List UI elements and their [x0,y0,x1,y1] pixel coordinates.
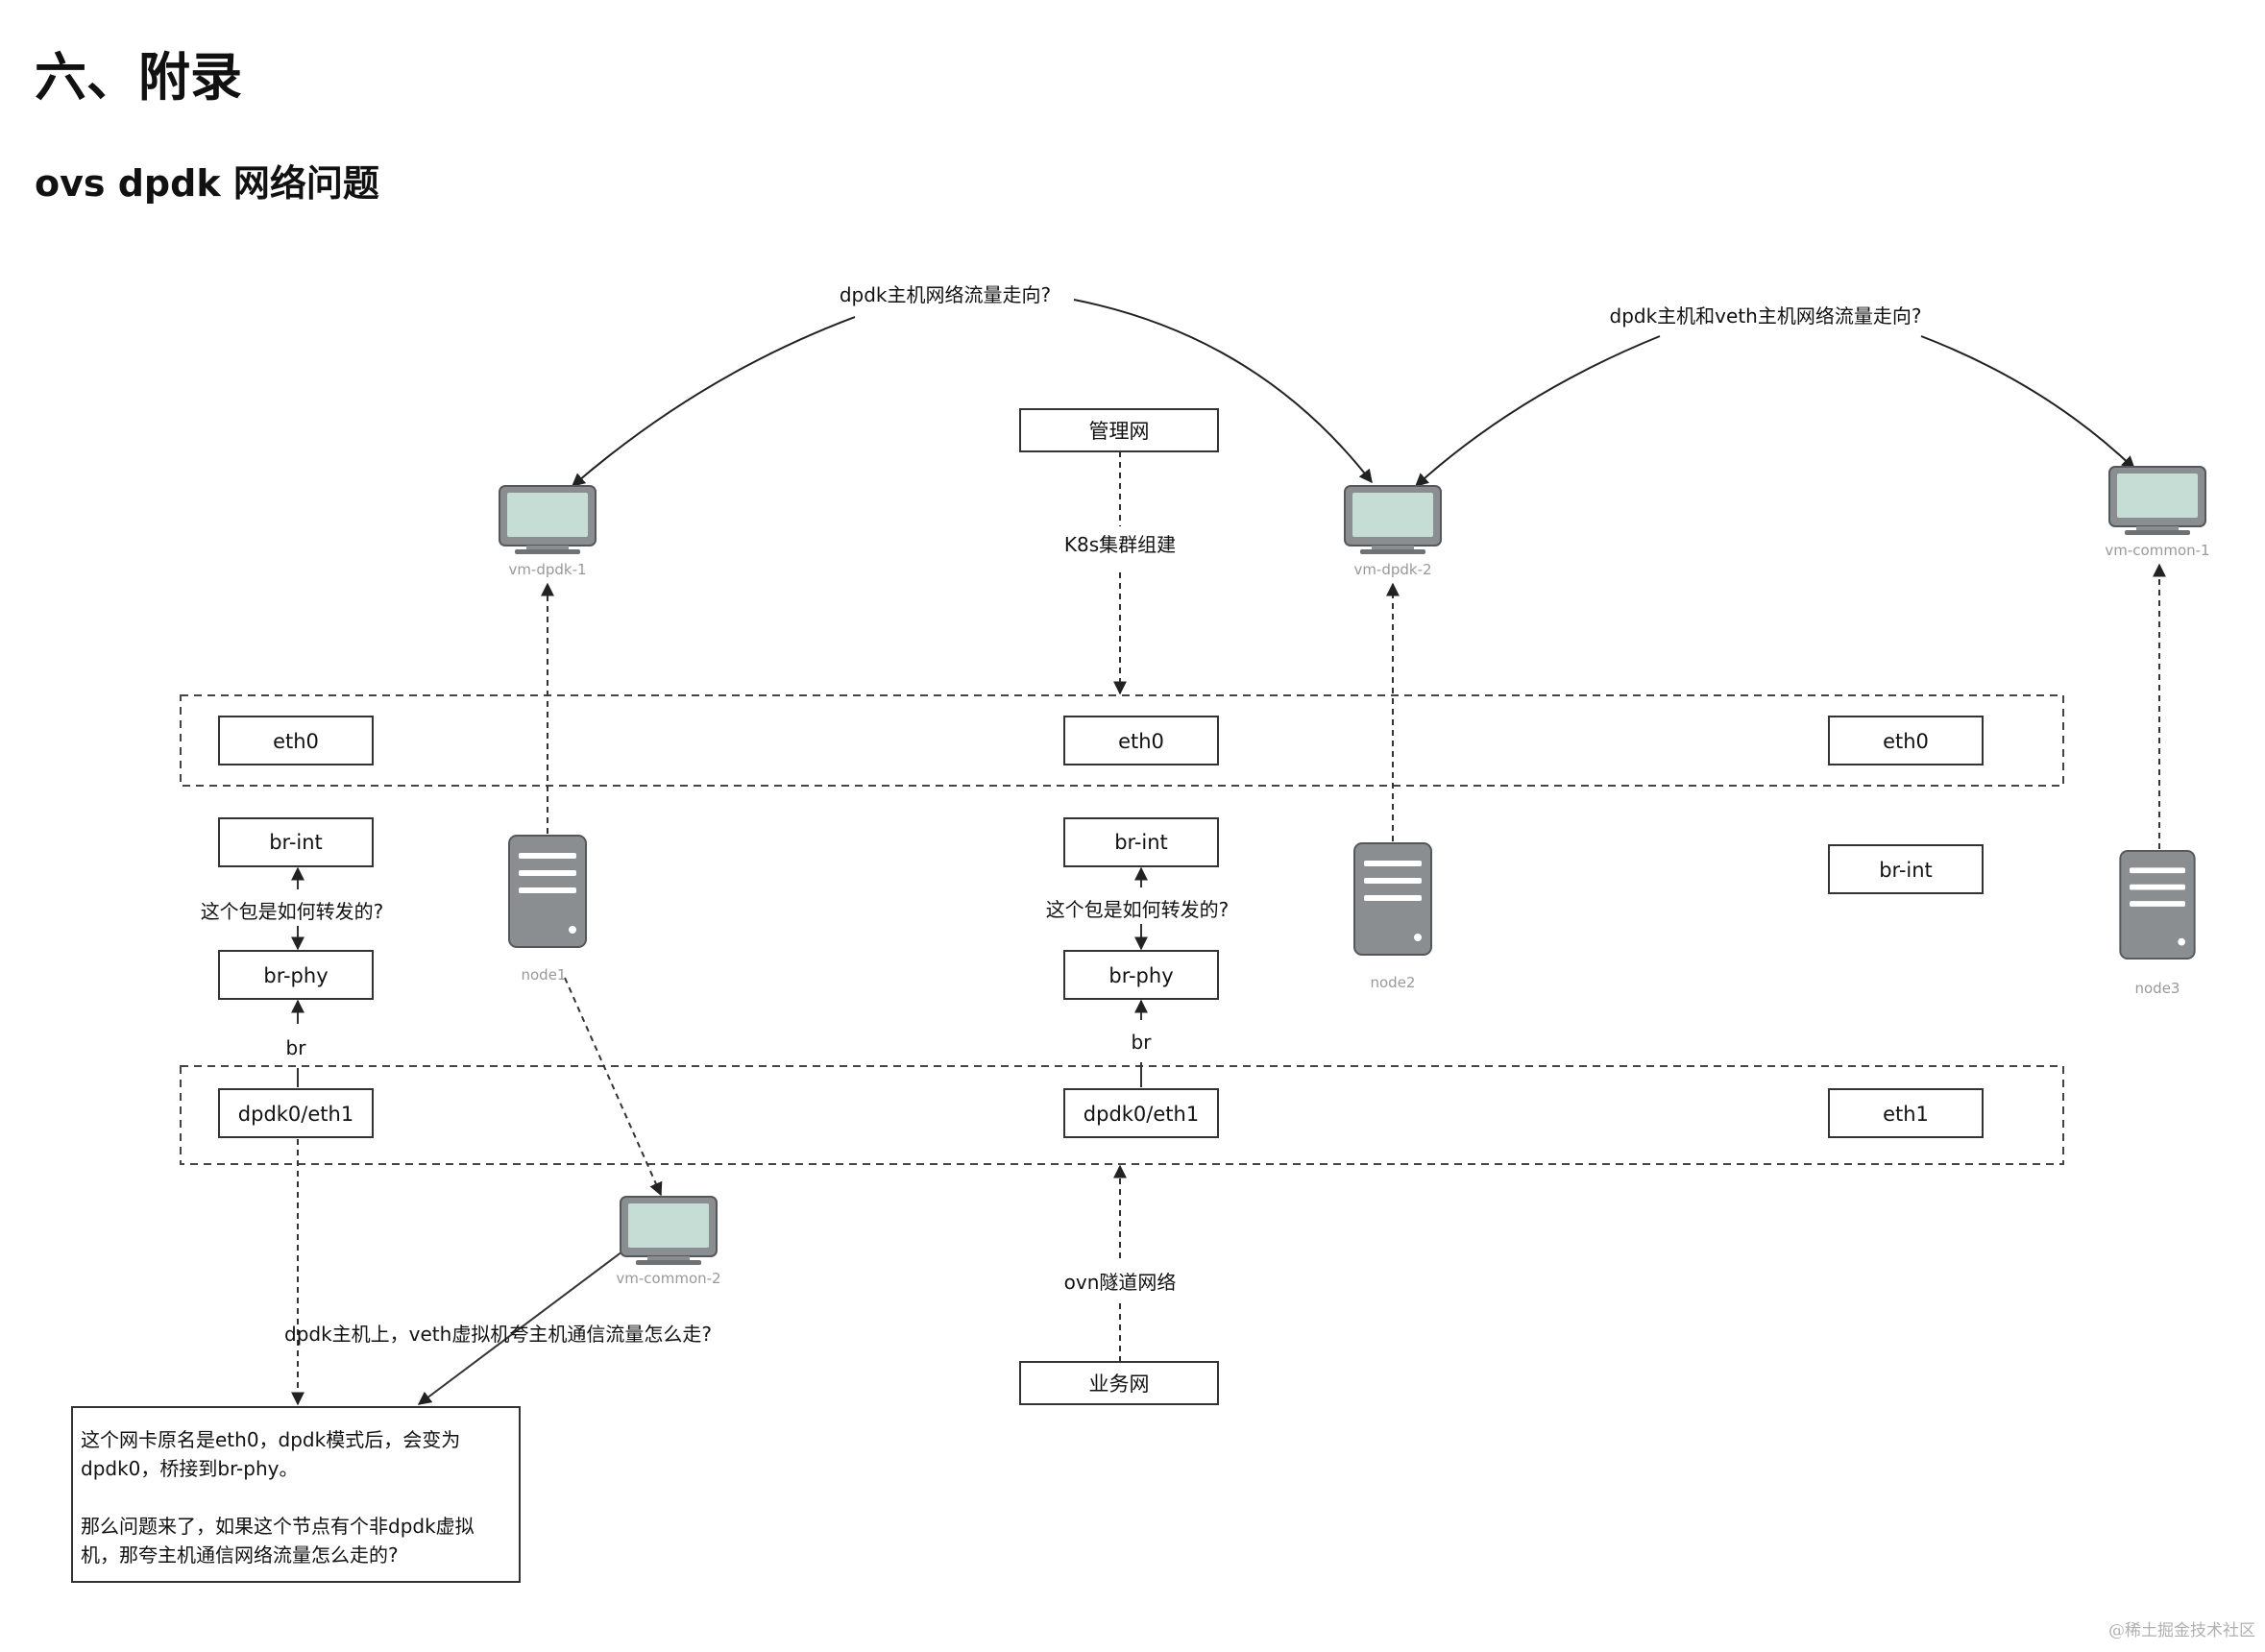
node2: node2 [1353,842,1432,991]
vm-dpdk-1: vm-dpdk-1 [499,485,597,578]
svg-text:eth0: eth0 [1883,730,1929,753]
eth0-group-container [180,694,2064,787]
svg-text:eth0: eth0 [1118,730,1164,753]
svg-text:vm-common-2: vm-common-2 [616,1270,720,1287]
monitor-icon [499,485,597,555]
br-phy-box-mid: br-phy [1063,950,1219,1000]
server-icon [2119,849,2196,960]
arrow-question2-to-vm-common-1 [1920,335,2136,470]
svg-text:eth1: eth1 [1883,1103,1929,1126]
vm-common-2: vm-common-2 [616,1196,721,1287]
monitor-icon [1344,485,1442,555]
biz-net-box: 业务网 [1019,1361,1219,1405]
question-veth-cross-host: dpdk主机上，veth虚拟机夸主机通信流量怎么走? [284,1323,712,1346]
br-label-mid: br [1132,1031,1153,1054]
watermark: @稀土掘金技术社区 [2108,1621,2255,1640]
eth1-box-right: eth1 [1828,1088,1984,1138]
br-int-box-left: br-int [218,817,374,867]
note-paragraph: 这个网卡原名是eth0，dpdk模式后，会变为dpdk0，桥接到br-phy。 [81,1428,461,1480]
svg-text:业务网: 业务网 [1089,1373,1150,1396]
server-icon [508,835,587,948]
eth1-group-container [180,1065,2064,1165]
svg-text:dpdk0/eth1: dpdk0/eth1 [238,1103,353,1126]
svg-text:eth0: eth0 [273,730,319,753]
question-packet-mid: 这个包是如何转发的? [1046,898,1230,921]
svg-text:dpdk0/eth1: dpdk0/eth1 [1084,1103,1199,1126]
dpdk0-eth1-box-mid: dpdk0/eth1 [1063,1088,1219,1138]
page-heading: 六、附录 [35,47,242,108]
note-box: 这个网卡原名是eth0，dpdk模式后，会变为dpdk0，桥接到br-phy。 … [71,1406,521,1583]
k8s-cluster-label: K8s集群组建 [1064,533,1176,556]
svg-text:br-int: br-int [269,831,323,854]
br-label-left: br [286,1036,307,1059]
dpdk0-eth1-box-left: dpdk0/eth1 [218,1088,374,1138]
svg-text:vm-dpdk-1: vm-dpdk-1 [508,561,586,578]
ovn-tunnel-label: ovn隧道网络 [1064,1271,1177,1294]
eth0-box-mid: eth0 [1063,716,1219,765]
question-packet-left: 这个包是如何转发的? [201,900,384,923]
monitor-icon [620,1196,718,1266]
svg-text:node2: node2 [1371,974,1416,991]
arrow-question-to-vm-dpdk-2 [1073,299,1373,484]
svg-text:vm-dpdk-2: vm-dpdk-2 [1353,561,1431,578]
question-dpdk-traffic: dpdk主机网络流量走向? [840,283,1051,306]
mgmt-net-box: 管理网 [1019,408,1219,452]
svg-text:br-phy: br-phy [1108,964,1173,987]
arrow-question2-to-vm-dpdk-2 [1414,335,1661,487]
eth0-box-right: eth0 [1828,716,1984,765]
monitor-icon [2108,466,2206,536]
svg-text:br-phy: br-phy [263,964,328,987]
svg-text:vm-common-1: vm-common-1 [2105,542,2209,559]
svg-text:br-int: br-int [1879,859,1933,882]
svg-text:br-int: br-int [1114,831,1168,854]
note-paragraph: 那么问题来了，如果这个节点有个非dpdk虚拟机，那夸主机通信网络流量怎么走的? [81,1515,475,1567]
svg-text:node3: node3 [2135,980,2180,997]
svg-text:node1: node1 [522,966,567,984]
vm-common-1: vm-common-1 [2105,466,2210,559]
eth0-box-left: eth0 [218,716,374,765]
br-int-box-mid: br-int [1063,817,1219,867]
question-dpdk-veth-traffic: dpdk主机和veth主机网络流量走向? [1610,304,1922,328]
server-icon [1353,842,1432,956]
vm-common-2-to-note [417,1248,627,1405]
vm-dpdk-2: vm-dpdk-2 [1344,485,1442,578]
node1-to-vm-common-2 [564,977,663,1197]
section-heading: ovs dpdk 网络问题 [35,162,379,205]
svg-text:管理网: 管理网 [1089,420,1150,443]
br-phy-box-left: br-phy [218,950,374,1000]
node3: node3 [2119,849,2196,997]
arrow-question-to-vm-dpdk-1 [571,316,856,487]
br-int-box-right: br-int [1828,844,1984,894]
node1: node1 [508,835,587,984]
